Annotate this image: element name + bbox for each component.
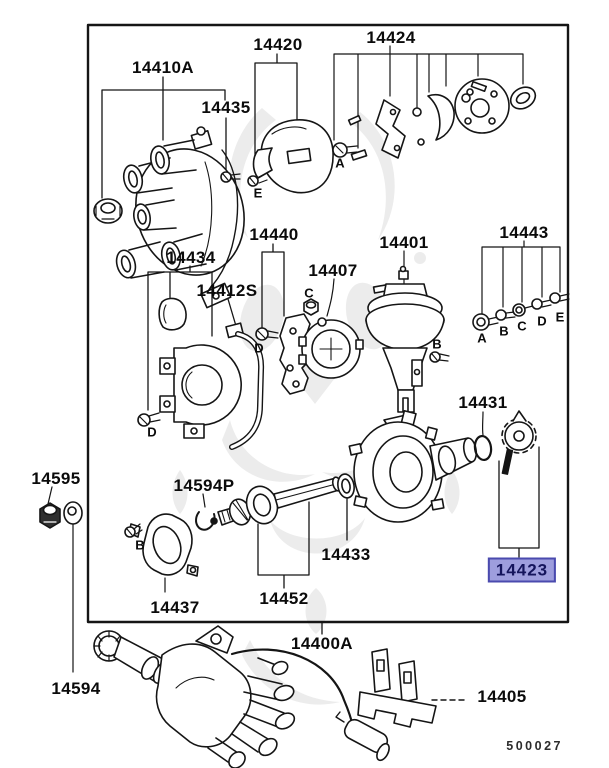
fastener-letter-C-set: C [517, 318, 527, 334]
breaker-plate-group [298, 278, 364, 379]
distributor-assembly-group [93, 621, 390, 768]
part-label-14443[interactable]: 14443 [499, 223, 549, 242]
pickup-base-group [137, 265, 265, 450]
fastener-letter-B-plate: B [135, 537, 145, 553]
part-label-14595[interactable]: 14595 [31, 469, 81, 488]
part-label-14412S[interactable]: 14412S [196, 281, 258, 300]
breaker-parts-group [332, 45, 537, 161]
fastener-letter-C-nut: C [304, 285, 314, 301]
mounting-bracket-group [357, 648, 469, 728]
part-label-14405[interactable]: 14405 [477, 687, 527, 706]
rotor-group [247, 53, 334, 194]
part-label-14594P[interactable]: 14594P [173, 476, 235, 495]
part-label-14594[interactable]: 14594 [51, 679, 101, 698]
fastener-letter-D-rocker: D [254, 340, 264, 356]
screw-set-group [472, 240, 570, 331]
part-label-14401[interactable]: 14401 [379, 233, 429, 252]
part-label-14431[interactable]: 14431 [458, 393, 508, 412]
part-label-14440[interactable]: 14440 [249, 225, 299, 244]
fastener-letter-A-breaker: A [335, 155, 345, 171]
housing-group [348, 410, 493, 523]
distributor-cap-group [93, 76, 245, 309]
part-label-14452[interactable]: 14452 [259, 589, 309, 608]
part-label-14434[interactable]: 14434 [166, 248, 216, 267]
diagram-border [86, 23, 570, 624]
fastener-letter-B-vacuum: B [432, 336, 442, 352]
fastener-letter-E-set: E [555, 309, 565, 325]
nut-washer-group [39, 486, 83, 673]
fastener-letter-E-rotor: E [253, 185, 263, 201]
part-label-14400A[interactable]: 14400A [291, 634, 353, 653]
part-label-14407[interactable]: 14407 [308, 261, 358, 280]
drive-gear-group [498, 410, 540, 558]
part-label-14424[interactable]: 14424 [366, 28, 416, 47]
part-label-14435[interactable]: 14435 [201, 98, 251, 117]
part-label-14437[interactable]: 14437 [150, 598, 200, 617]
drawing-number: 500027 [506, 739, 563, 753]
flange-plate-group [124, 493, 216, 593]
part-label-14433[interactable]: 14433 [321, 545, 371, 564]
fastener-letter-B-set: B [499, 323, 509, 339]
part-label-14423-highlighted[interactable]: 14423 [487, 557, 557, 583]
part-label-14410A[interactable]: 14410A [132, 58, 194, 77]
fastener-letter-D-set: D [537, 313, 547, 329]
part-label-14420[interactable]: 14420 [253, 35, 303, 54]
fastener-letter-A-set: A [477, 330, 487, 346]
vacuum-advance-group [365, 250, 450, 413]
fastener-letter-D-base: D [147, 424, 157, 440]
shaft-group [210, 473, 355, 589]
